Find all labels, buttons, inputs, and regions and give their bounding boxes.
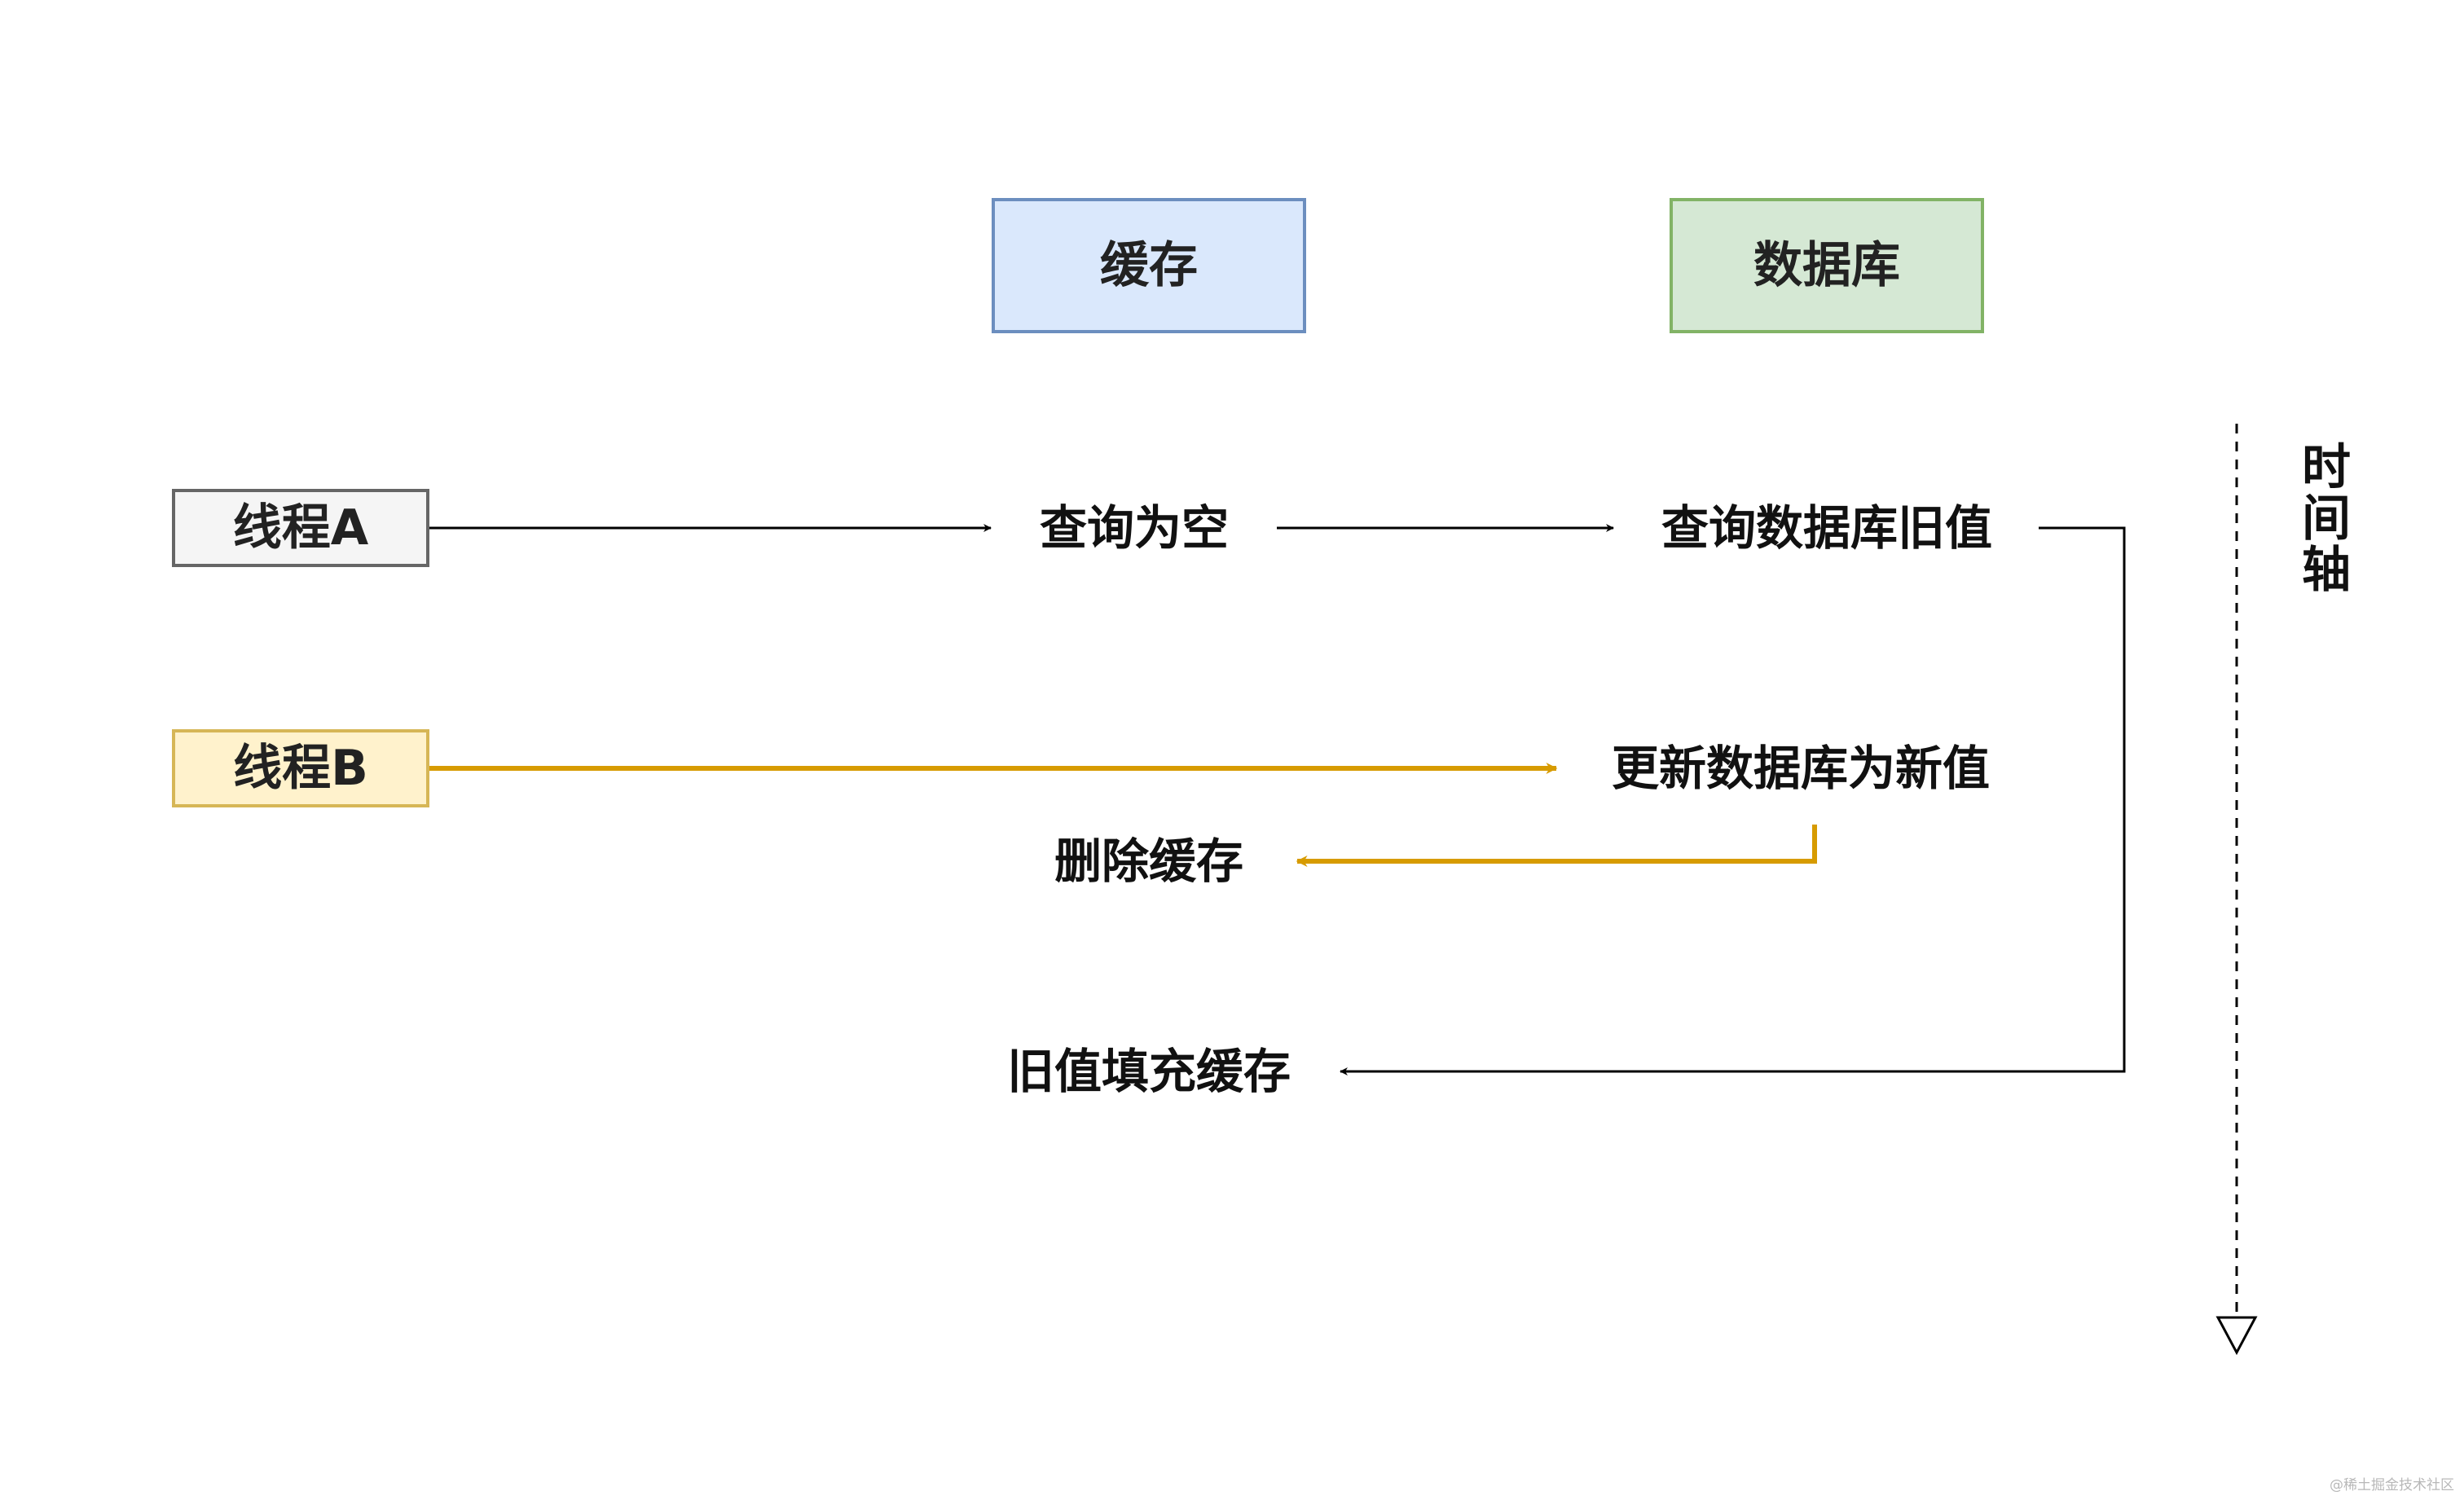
query-empty-label: 查询为空 [1040,500,1229,556]
thread-a-label: 线程A [233,499,369,556]
thread-b-label: 线程B [233,740,368,797]
thread-b: 线程B [172,729,429,807]
timeline-arrowhead-icon [2215,1316,2258,1356]
watermark: @稀土掘金技术社区 [2330,1477,2454,1493]
cache-header: 缓存 [992,198,1306,333]
query-db-to-fill-cache-arrow [1340,526,2126,1076]
database-header-box [1670,198,1984,333]
update-db-to-delete-cache-arrow [1296,825,1817,867]
database-header-label: 数据库 [1753,237,1900,294]
timeline-label-char-3: 轴 [2302,542,2351,599]
query-db-old-label: 查询数据库旧值 [1661,500,1992,556]
timeline-label-char-1: 时 [2302,439,2351,496]
cache-header-label: 缓存 [1100,237,1198,294]
database-header: 数据库 [1670,198,1984,333]
cache-header-box [992,198,1306,333]
delete-cache-label: 删除缓存 [1054,834,1243,889]
thread-a: 线程A [172,489,429,567]
thread-b-box [172,729,429,807]
fill-cache-old-label: 旧值填充缓存 [1007,1044,1291,1099]
timeline-label-char-2: 间 [2302,490,2351,548]
update-db-new-label: 更新数据库为新值 [1612,741,1990,796]
thread-a-box [172,489,429,567]
